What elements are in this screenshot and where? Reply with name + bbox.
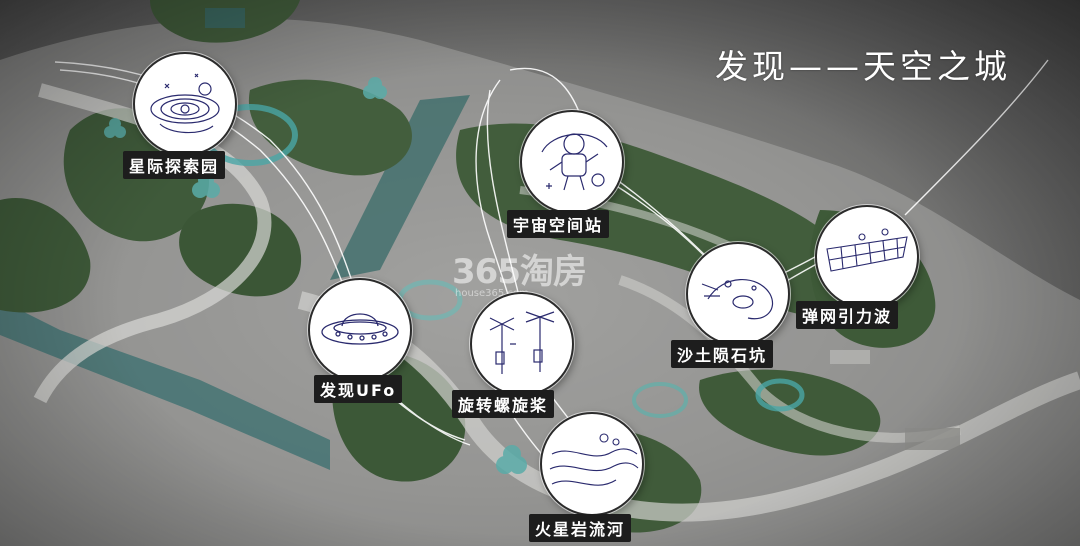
- spot-lava-circle[interactable]: [540, 412, 644, 516]
- spot-label-crater[interactable]: 沙土陨石坑: [671, 340, 774, 368]
- spot-station-circle[interactable]: [520, 110, 624, 214]
- spot-label-star[interactable]: 星际探索园: [123, 151, 226, 179]
- watermark-url: house365.com: [455, 288, 529, 299]
- ufo-sketch-icon: [321, 313, 399, 345]
- spot-propeller-circle[interactable]: [470, 292, 574, 396]
- propeller-sketch-icon: [489, 311, 555, 374]
- spot-label-ufo[interactable]: 发现UFo: [314, 375, 403, 403]
- spot-label-lava[interactable]: 火星岩流河: [529, 514, 632, 542]
- page-title: 发现——天空之城: [715, 47, 1011, 86]
- spot-label-net[interactable]: 弹网引力波: [796, 301, 899, 329]
- net-sketch-icon: [826, 228, 908, 272]
- galaxy-sketch-icon: [150, 73, 220, 134]
- lava-river-sketch-icon: [549, 433, 639, 486]
- astronaut-sketch-icon: [541, 133, 608, 191]
- watermark-logo: 365淘房: [452, 252, 587, 292]
- meteor-sketch-icon: [701, 279, 774, 320]
- spot-ufo-circle[interactable]: [308, 278, 412, 382]
- spot-crater-circle[interactable]: [686, 242, 790, 346]
- spot-label-station[interactable]: 宇宙空间站: [507, 210, 610, 238]
- spot-net-circle[interactable]: [815, 205, 919, 309]
- spot-label-propeller[interactable]: 旋转螺旋桨: [452, 390, 555, 418]
- spot-star-circle[interactable]: [133, 52, 237, 156]
